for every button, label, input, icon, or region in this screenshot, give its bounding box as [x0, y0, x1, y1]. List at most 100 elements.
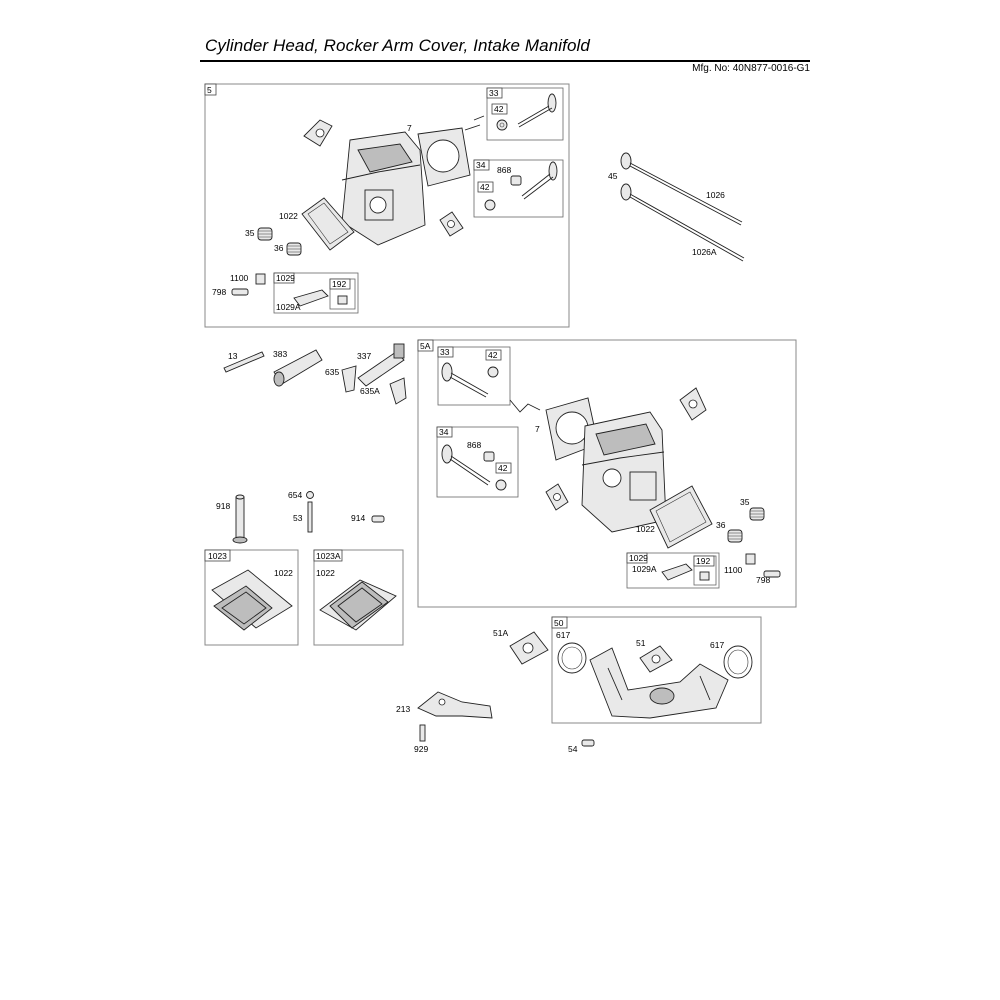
- intake-valve: [441, 362, 489, 398]
- label-34: 34: [476, 160, 486, 170]
- label-35: 35: [740, 497, 750, 507]
- rocker-cover: [329, 581, 389, 629]
- label-337: 337: [357, 351, 371, 361]
- label-918: 918: [216, 501, 230, 511]
- stud: [307, 501, 313, 533]
- label-1023: 1023: [208, 551, 227, 561]
- exhaust-valve: [441, 444, 491, 486]
- governor-bracket: 213 929 54: [396, 691, 595, 754]
- label-1023A: 1023A: [316, 551, 341, 561]
- subbox-34: [436, 426, 519, 498]
- valve-seal: [496, 119, 508, 131]
- label-5: 5: [207, 85, 212, 95]
- push-rods: 45 1026 1026A: [608, 152, 745, 262]
- dipstick-tube: [235, 496, 245, 540]
- label-617: 617: [710, 640, 724, 650]
- label-1029A: 1029A: [276, 302, 301, 312]
- cylinder-head: [341, 131, 426, 246]
- spark-plug: [357, 351, 405, 387]
- head-fasteners: 13 383 337 635 635A: [223, 343, 407, 405]
- label-45: 45: [608, 171, 618, 181]
- fitting: [341, 365, 357, 393]
- misc-parts: 918 654 53 914: [216, 490, 385, 544]
- label-192: 192: [696, 556, 710, 566]
- label-1100: 1100: [724, 565, 743, 575]
- subbox-1029: [273, 272, 359, 314]
- group-1023: 1023 1022: [204, 549, 299, 646]
- label-654: 654: [288, 490, 302, 500]
- o-ring: [557, 642, 587, 674]
- mfg-number: Mfg. No: 40N877-0016-G1: [692, 63, 810, 74]
- label-1029A: 1029A: [632, 564, 657, 574]
- rocker-nut: [337, 295, 348, 305]
- label-868: 868: [497, 165, 511, 175]
- label-50: 50: [554, 618, 564, 628]
- label-33: 33: [489, 88, 499, 98]
- group-5-frame: [204, 83, 570, 328]
- label-914: 914: [351, 513, 365, 523]
- rocker-arm: [661, 563, 693, 581]
- group-5A-frame: [417, 339, 797, 608]
- cylinder-head: [581, 411, 667, 533]
- valve-rotator: [510, 175, 522, 186]
- intake-manifold: [589, 647, 729, 719]
- label-1022: 1022: [279, 211, 298, 221]
- label-36: 36: [274, 243, 284, 253]
- screw: [419, 724, 426, 742]
- label-51: 51: [636, 638, 646, 648]
- head-bolt: [223, 351, 265, 373]
- label-635: 635: [325, 367, 339, 377]
- label-798: 798: [212, 287, 226, 297]
- label-42: 42: [498, 463, 508, 473]
- rocker-guide: [255, 273, 266, 285]
- screw: [581, 739, 595, 747]
- subbox-33: [437, 346, 511, 406]
- label-213: 213: [396, 704, 410, 714]
- label-1022: 1022: [274, 568, 293, 578]
- label-635A: 635A: [360, 386, 380, 396]
- rocker-cover: [213, 585, 273, 631]
- label-53: 53: [293, 513, 303, 523]
- group-5A: 5A 33 42 7 34 868 42: [417, 339, 797, 608]
- label-36: 36: [716, 520, 726, 530]
- label-798: 798: [756, 575, 770, 585]
- group-50-frame: [551, 616, 762, 724]
- title-rule: [200, 60, 810, 62]
- label-192: 192: [332, 279, 346, 289]
- label-617: 617: [556, 630, 570, 640]
- label-42: 42: [494, 104, 504, 114]
- label-1022: 1022: [316, 568, 335, 578]
- gasket-51A: 51A: [493, 628, 549, 665]
- label-868: 868: [467, 440, 481, 450]
- fitting-elbow: [389, 377, 407, 405]
- label-42: 42: [488, 350, 498, 360]
- label-7: 7: [535, 424, 540, 434]
- label-7: 7: [407, 123, 412, 133]
- subbox-34: [473, 159, 564, 218]
- label-1022: 1022: [636, 524, 655, 534]
- label-929: 929: [414, 744, 428, 754]
- label-34: 34: [439, 427, 449, 437]
- intake-valve: [517, 93, 557, 128]
- label-54: 54: [568, 744, 578, 754]
- label-1029: 1029: [629, 553, 648, 563]
- label-13: 13: [228, 351, 238, 361]
- subbox-1029: [626, 552, 720, 589]
- exhaust-valve: [521, 161, 558, 200]
- page-title: Cylinder Head, Rocker Arm Cover, Intake …: [205, 36, 590, 55]
- rocker-stud: [231, 288, 249, 296]
- group-1023-frame: [204, 549, 299, 646]
- group-5: 5 33 42 34 868 42 7: [204, 83, 570, 328]
- subbox-33: [486, 87, 564, 141]
- label-42: 42: [480, 182, 490, 192]
- o-ring: [723, 645, 753, 679]
- label-33: 33: [440, 347, 450, 357]
- group-1023A-frame: [313, 549, 404, 646]
- label-5A: 5A: [420, 341, 431, 351]
- screw: [371, 515, 385, 523]
- label-35: 35: [245, 228, 255, 238]
- label-1029: 1029: [276, 273, 295, 283]
- label-1100: 1100: [230, 273, 249, 283]
- label-51A: 51A: [493, 628, 508, 638]
